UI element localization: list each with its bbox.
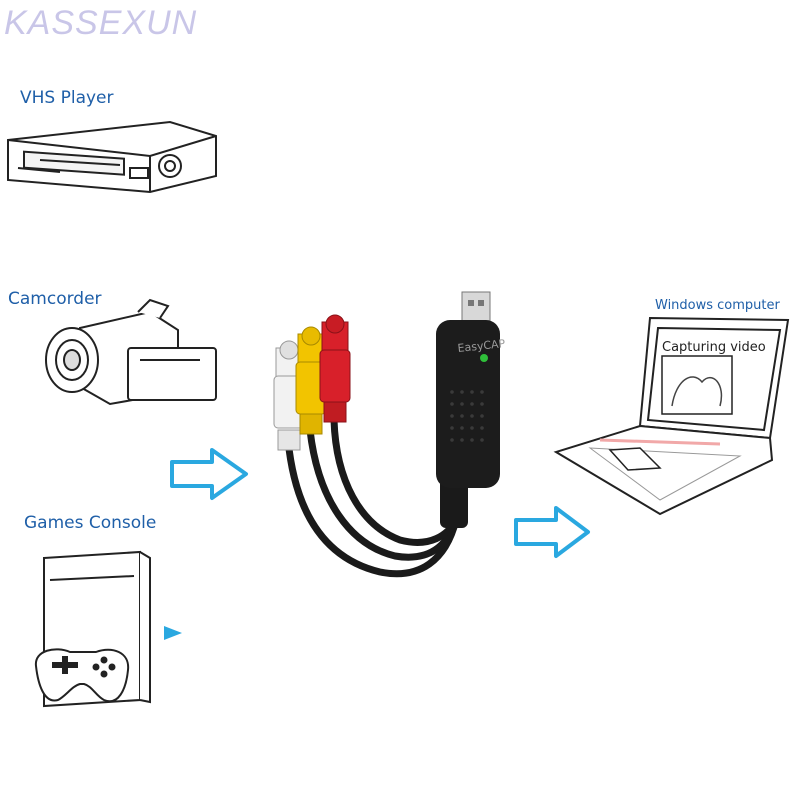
device-label: EasyCAP [457, 337, 506, 355]
flow-arrow-icon [514, 506, 590, 558]
label-windows-computer: Windows computer [655, 298, 780, 313]
rca-yellow-plug [295, 326, 327, 435]
easycap-adapter-icon: EasyCAP [273, 291, 506, 578]
gamepad-icon [34, 648, 130, 703]
vhs-player-icon [7, 120, 217, 194]
rca-white-plug [273, 340, 305, 451]
label-vhs-player: VHS Player [20, 88, 114, 108]
play-indicator-icon [164, 626, 182, 640]
laptop-icon: Capturing video [553, 316, 790, 516]
watermark: KASSEXUN [4, 4, 198, 42]
screen-text: Capturing video [662, 340, 766, 355]
label-games-console: Games Console [24, 513, 157, 533]
rca-red-plug [319, 314, 351, 423]
flow-arrow-icon [170, 448, 248, 500]
label-camcorder: Camcorder [8, 289, 102, 309]
camcorder-icon [45, 298, 217, 406]
